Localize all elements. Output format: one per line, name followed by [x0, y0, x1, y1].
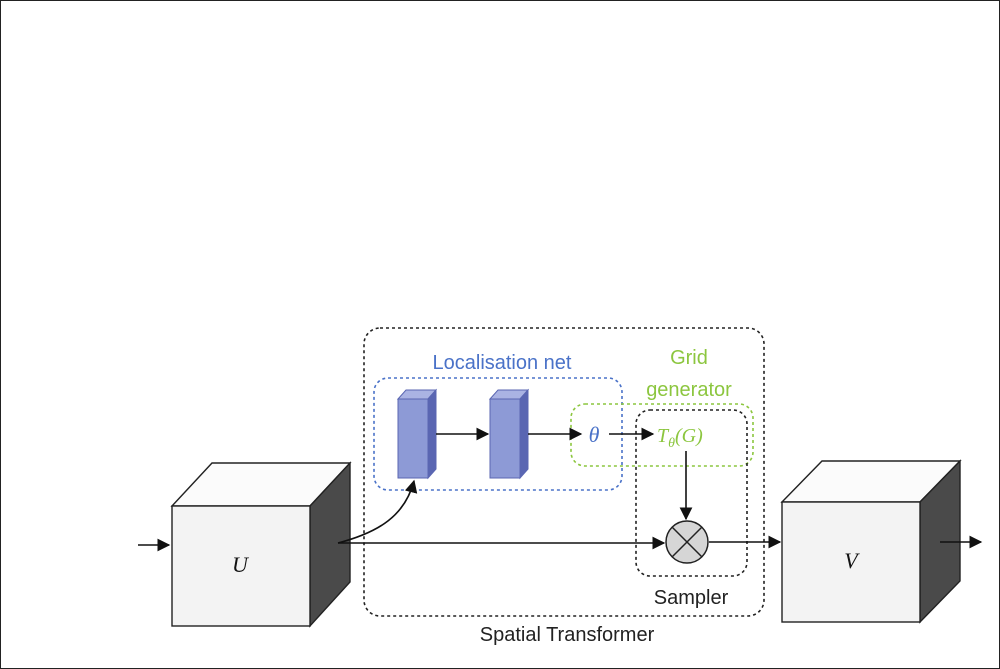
- sampler-multiply-node: [665, 520, 709, 564]
- sampler-box: [635, 409, 748, 577]
- u-to-localisation-arrow: [337, 479, 418, 544]
- input-u-label: U: [232, 552, 250, 577]
- transform-main: T: [657, 425, 670, 447]
- input-cube-u: [170, 461, 352, 628]
- grid-generator-label-line2: generator: [646, 379, 732, 401]
- spatial-transformer-box: [363, 327, 765, 617]
- spatial-transformer-label: Spatial Transformer: [480, 624, 655, 646]
- theta-label: θ: [589, 422, 600, 447]
- localisation-layer-2: [488, 388, 530, 480]
- output-v-label: V: [844, 548, 860, 573]
- transform-subscript: θ: [668, 436, 675, 451]
- grid-generator-box: [570, 403, 754, 467]
- localisation-net-label: Localisation net: [433, 352, 572, 374]
- transform-label: Tθ(G): [657, 425, 703, 451]
- output-cube-v: [780, 459, 962, 624]
- localisation-layer-1: [396, 388, 438, 480]
- transform-argument: (G): [675, 425, 703, 447]
- grid-generator-label-line1: Grid: [670, 347, 708, 369]
- sampler-label: Sampler: [654, 587, 729, 609]
